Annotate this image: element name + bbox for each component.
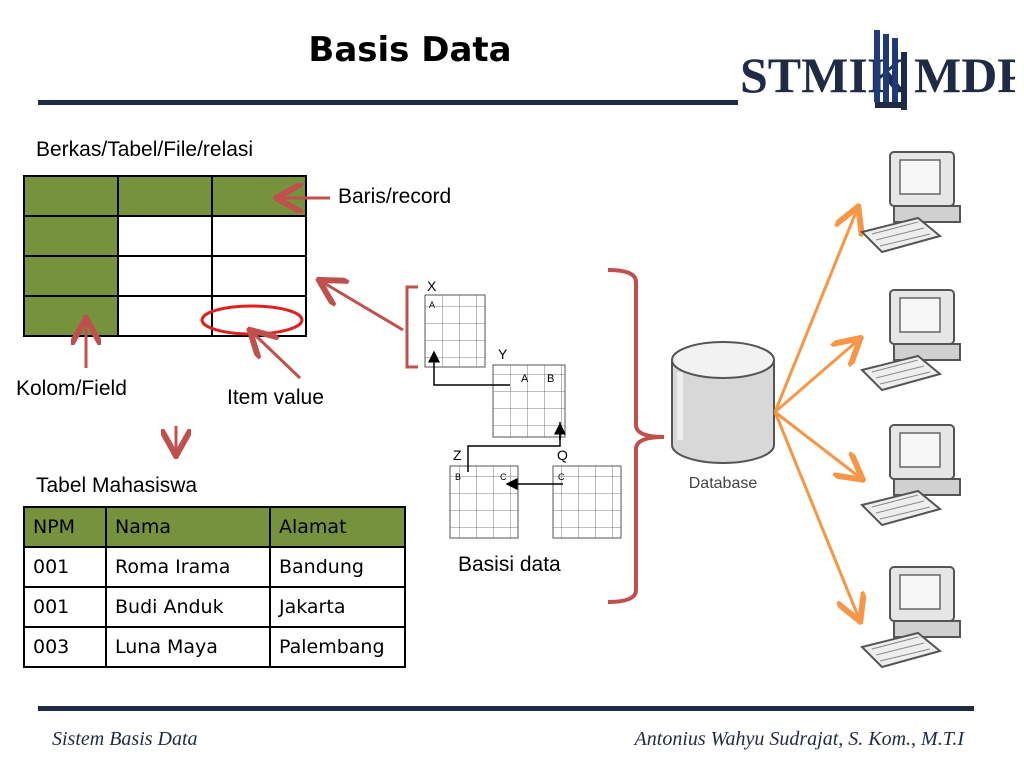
cell-alamat: Bandung [269, 546, 406, 588]
computer-icon [860, 424, 961, 527]
table-row: 001 Roma Irama Bandung [23, 546, 406, 588]
computer-icon [860, 151, 961, 254]
field-label: Kolom/Field [16, 377, 127, 400]
basis-data-label: Basisi data [458, 553, 561, 576]
cell-alamat: Palembang [269, 626, 406, 668]
database-label: Database [689, 475, 758, 492]
mini-label-z: Z [453, 447, 462, 463]
mini-cell-c: C [558, 472, 565, 482]
logo-right-text: MDP [914, 47, 1015, 103]
relation-arrow [324, 283, 404, 332]
cell-npm: 003 [23, 626, 107, 668]
title-divider [38, 100, 738, 105]
orange-arrow-3 [774, 410, 858, 476]
item-arrow [254, 334, 302, 380]
mini-cell-a: A [521, 373, 529, 385]
big-bracket [607, 268, 665, 604]
cell-npm: 001 [23, 586, 107, 628]
computer-icon [860, 566, 961, 669]
table-row: 003 Luna Maya Palembang [23, 626, 406, 668]
cell-nama: Budi Anduk [105, 586, 271, 628]
database-icon [671, 341, 775, 464]
orange-arrow-1 [773, 212, 856, 413]
computer-icon [860, 289, 961, 392]
footer-course: Sistem Basis Data [52, 728, 198, 750]
mahasiswa-table: NPM Nama Alamat 001 Roma Irama Bandung 0… [23, 506, 406, 668]
cell-alamat: Jakarta [269, 586, 406, 628]
item-value-highlight [200, 304, 304, 336]
mini-label-x: X [427, 278, 437, 294]
connector-x-y [428, 350, 510, 386]
small-bracket [405, 285, 418, 369]
relation-grid [23, 175, 307, 337]
mini-cell-b: B [547, 373, 554, 385]
header-alamat: Alamat [269, 506, 406, 548]
mini-table-z: Z B C [449, 447, 519, 539]
mini-cell-c: C [500, 472, 507, 482]
footer-divider [38, 706, 974, 711]
record-label: Baris/record [338, 185, 452, 208]
slide-title: Basis Data [308, 30, 512, 70]
header-nama: Nama [105, 506, 271, 548]
mini-table-q: Q C [552, 447, 622, 539]
item-value-label: Item value [227, 386, 324, 409]
mini-cell-b: B [455, 472, 461, 482]
table-header-row: NPM Nama Alamat [23, 506, 406, 548]
footer-author: Antonius Wahyu Sudrajat, S. Kom., M.T.I [634, 728, 964, 750]
mini-label-y: Y [498, 346, 508, 362]
cell-nama: Luna Maya [105, 626, 271, 668]
table-row: 001 Budi Anduk Jakarta [23, 586, 406, 628]
orange-arrow-2 [774, 342, 856, 414]
mini-label-q: Q [557, 447, 568, 463]
mini-cell-a: A [429, 300, 435, 310]
mini-table-y: Y A B [492, 346, 566, 438]
table-caption: Berkas/Tabel/File/relasi [36, 138, 254, 161]
cell-npm: 001 [23, 546, 107, 588]
cell-nama: Roma Irama [105, 546, 271, 588]
mahasiswa-caption: Tabel Mahasiswa [36, 474, 198, 497]
orange-arrow-4 [773, 411, 858, 616]
header-npm: NPM [23, 506, 107, 548]
stmik-mdp-logo: STMIK MDP [740, 30, 1015, 110]
